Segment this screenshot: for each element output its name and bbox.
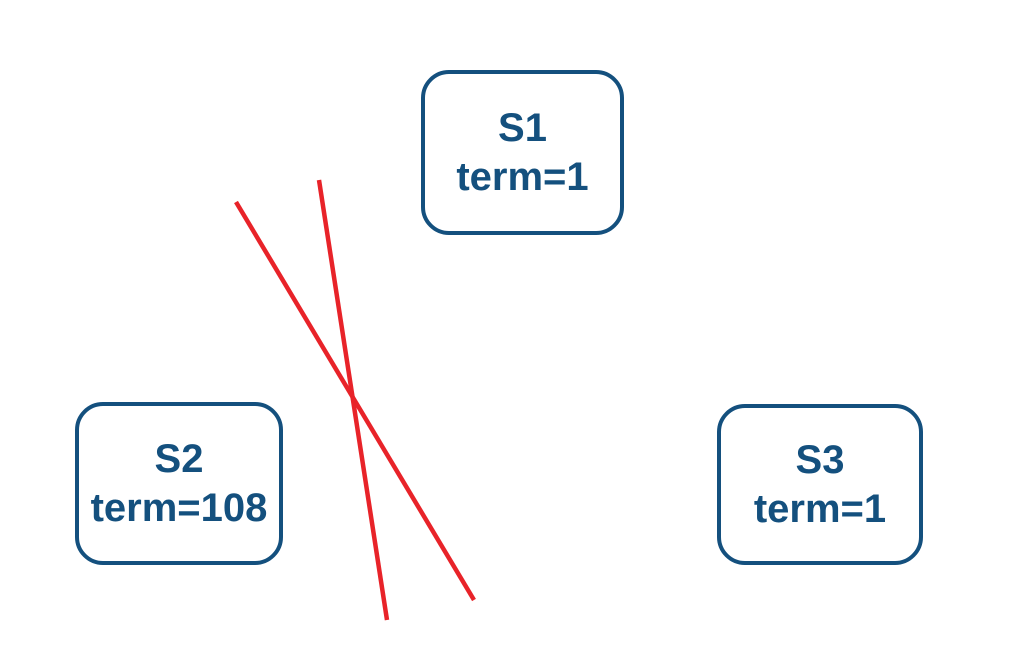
node-s3-label: S3 — [795, 437, 845, 482]
node-s1-term: term=1 — [456, 154, 589, 199]
node-s2-label: S2 — [154, 436, 204, 481]
node-s2: S2 term=108 — [75, 402, 283, 565]
node-s1-label: S1 — [498, 105, 547, 150]
node-s1: S1 term=1 — [421, 70, 624, 235]
node-s3-term: term=1 — [753, 486, 887, 531]
strike-line-2 — [316, 179, 390, 621]
node-s2-term: term=108 — [90, 485, 268, 530]
node-s3: S3 term=1 — [717, 404, 923, 565]
